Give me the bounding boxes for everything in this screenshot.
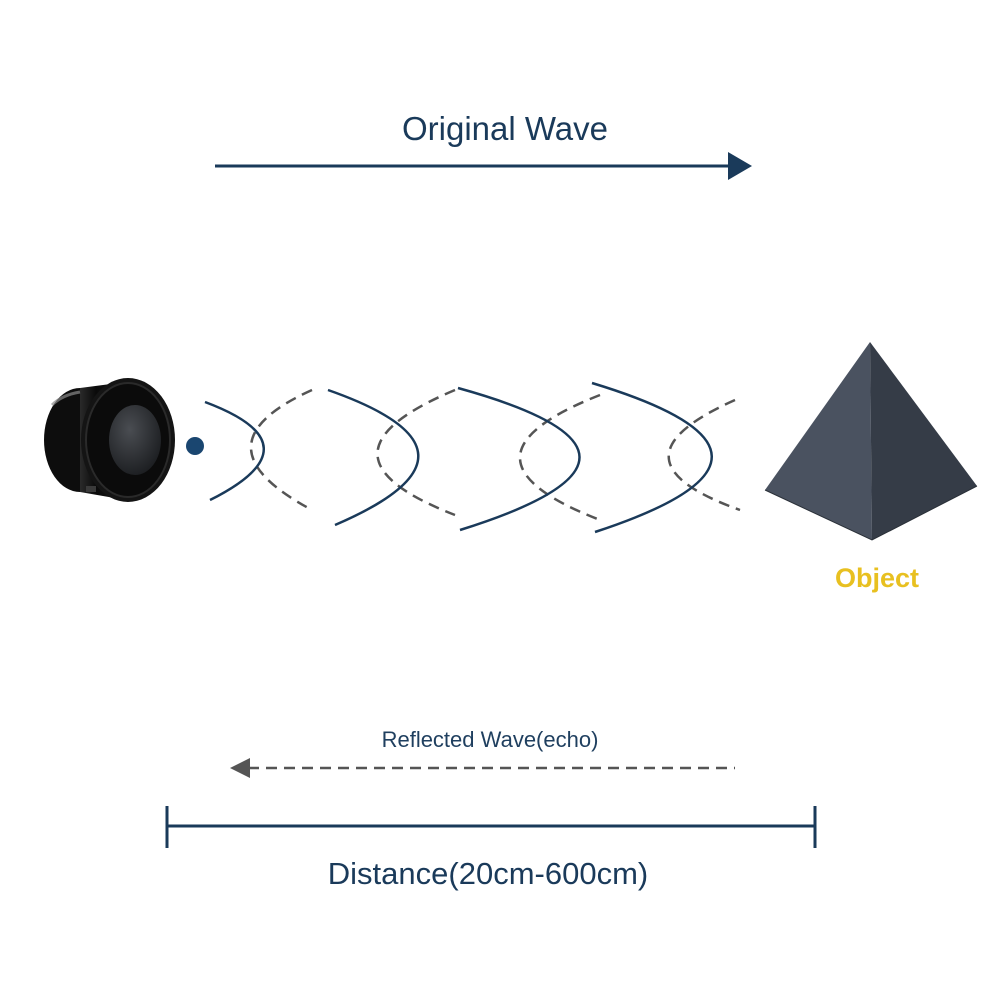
original-wave-arrow-head bbox=[728, 152, 752, 180]
reflected-wave-label: Reflected Wave(echo) bbox=[381, 727, 599, 752]
wave-arc-3 bbox=[457, 386, 581, 532]
pyramid-base-edge bbox=[764, 485, 978, 541]
sensor-highlight bbox=[50, 390, 81, 407]
echo-arc-4 bbox=[667, 398, 741, 512]
distance-bracket bbox=[165, 806, 817, 848]
pyramid-face-right bbox=[870, 342, 977, 540]
reflected-wave-arrow-head bbox=[230, 758, 250, 778]
reflected-wave-arrow bbox=[230, 758, 735, 778]
sensor-face bbox=[109, 405, 161, 475]
wave-arc-4 bbox=[591, 381, 713, 534]
sensor-tab bbox=[86, 486, 96, 492]
ultrasonic-sensor-icon bbox=[44, 378, 175, 502]
emitter-dot bbox=[186, 437, 204, 455]
distance-label: Distance(20cm-600cm) bbox=[327, 856, 649, 891]
original-wave-arrow bbox=[215, 152, 752, 180]
original-wave-label: Original Wave bbox=[401, 110, 609, 147]
transmitted-wave-arcs bbox=[204, 381, 713, 534]
pyramid-object-icon bbox=[764, 342, 978, 541]
echo-arcs bbox=[250, 388, 741, 522]
echo-arc-1 bbox=[250, 388, 313, 512]
echo-arc-3 bbox=[519, 393, 601, 522]
echo-arc-2 bbox=[376, 388, 456, 517]
wave-arc-1 bbox=[204, 400, 265, 502]
object-label: Object bbox=[834, 563, 920, 593]
pyramid-face-left bbox=[765, 342, 872, 540]
wave-arc-2 bbox=[327, 388, 420, 527]
